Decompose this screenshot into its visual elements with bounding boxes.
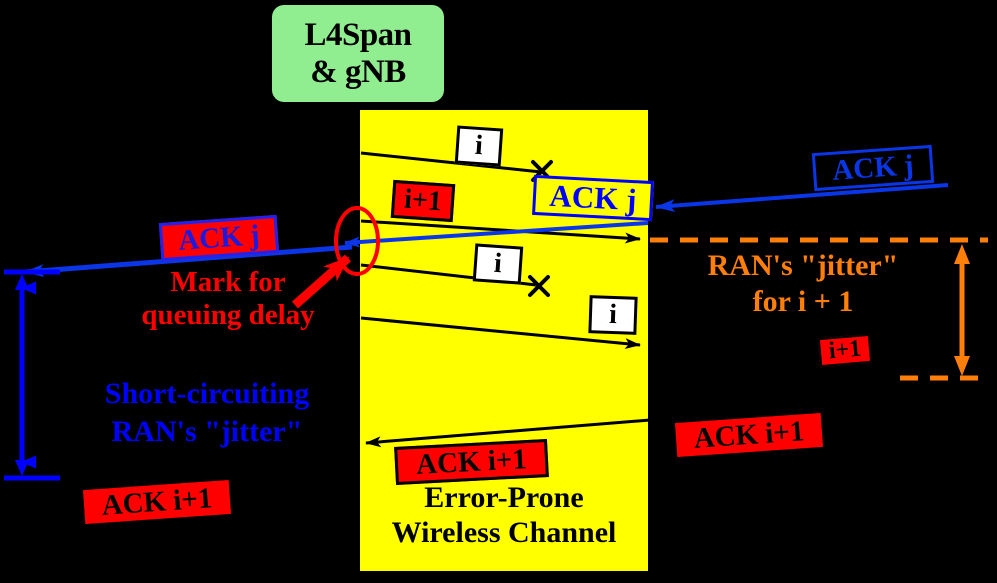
ack-label-i1-right: ACK i+1 — [674, 412, 824, 458]
short-circuiting-annotation: Short-circuiting RAN's "jitter" — [62, 375, 352, 450]
ack-label-j-right: ACK j — [811, 144, 935, 192]
mark-annotation-line-2: queuing delay — [141, 299, 315, 332]
packet-label-text: i+1 — [403, 183, 443, 218]
title-line-1: L4Span — [304, 16, 412, 53]
ack-label-text: ACK j — [177, 218, 261, 257]
mark-for-queuing-delay-annotation: Mark for queuing delay — [108, 266, 348, 333]
ack-label-j-left: ACK j — [158, 214, 280, 262]
ran-jitter-line-1: RAN's "jitter" — [707, 249, 899, 282]
packet-label-i-low: i — [588, 295, 638, 335]
ack-label-i1-channel: ACK i+1 — [394, 439, 549, 485]
ack-label-j-channel: ACK j — [532, 174, 654, 222]
title-box: L4Span & gNB — [272, 5, 444, 102]
ran-jitter-annotation: RAN's "jitter" for i + 1 — [666, 248, 940, 320]
ack-label-text: ACK i+1 — [692, 414, 806, 455]
packet-label-text: i — [474, 129, 484, 162]
packet-label-i-mid: i — [472, 243, 524, 285]
packet-label-ip1-jitter: i+1 — [817, 333, 873, 368]
short-circuit-line-1: Short-circuiting — [104, 377, 310, 410]
ack-j-incoming-blue-arrow — [655, 183, 949, 213]
ack-label-text: ACK i+1 — [100, 481, 214, 522]
packet-label-i-top: i — [454, 125, 504, 167]
ran-jitter-arrowheads — [954, 244, 970, 376]
short-circuit-line-2: RAN's "jitter" — [111, 414, 303, 448]
ack-label-text: ACK i+1 — [415, 442, 528, 481]
ack-label-i1-bottom-left: ACK i+1 — [82, 479, 232, 525]
ran-jitter-line-2: for i + 1 — [752, 285, 854, 318]
short-circuit-bracket-arrowheads — [15, 274, 29, 476]
ack-label-text: ACK j — [831, 148, 915, 187]
packet-label-text: i — [493, 247, 503, 280]
title-line-2: & gNB — [310, 53, 406, 90]
ack-label-text: ACK j — [548, 177, 638, 218]
packet-label-ip1-channel: i+1 — [390, 179, 456, 223]
packet-label-text: i+1 — [827, 335, 863, 365]
short-circuit-latency-bracket — [4, 269, 60, 481]
mark-annotation-line-1: Mark for — [170, 266, 286, 298]
packet-label-text: i — [608, 298, 618, 331]
